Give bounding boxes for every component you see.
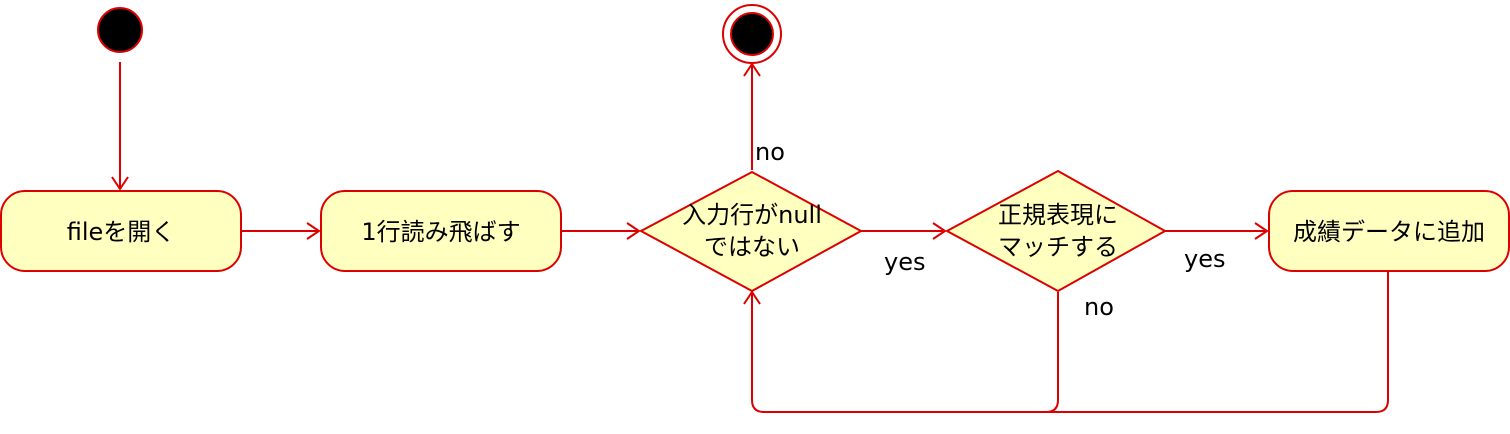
edge-label-not-null-yes: yes [884,248,925,276]
decision-line-not-null-label-line2: ではない [704,233,800,261]
decision-regex-match: 正規表現に マッチする [944,169,1168,293]
action-open-file-label: fileを開く [67,218,176,246]
action-skip-line: 1行読み飛ばす [320,190,562,272]
action-add-grade-data-label: 成績データに追加 [1293,218,1485,246]
action-skip-line-label: 1行読み飛ばす [361,218,520,246]
action-open-file: fileを開く [0,190,242,272]
edge-regex-no-loop [743,290,1059,413]
final-node [722,4,782,64]
decision-line-not-null-label-line1: 入力行がnull [682,201,822,229]
decision-regex-match-label-line2: マッチする [998,233,1118,261]
edge-add-grade-loop [764,271,1389,413]
decision-line-not-null: 入力行がnull ではない [638,170,864,293]
edge-label-regex-no: no [1084,293,1114,321]
action-add-grade-data: 成績データに追加 [1268,190,1510,272]
edge-initial-to-open-file [111,62,129,191]
decision-regex-match-label-line1: 正規表現に [998,201,1118,229]
edge-skip-line-to-decision [561,222,641,240]
edge-open-file-to-skip-line [241,222,321,240]
edge-decision-no-to-final [743,62,761,170]
edge-decision-yes-to-regex [861,222,947,240]
edge-regex-yes-to-add-grade [1165,222,1269,240]
initial-node [97,7,143,53]
edge-label-not-null-no: no [755,138,785,166]
edge-label-regex-yes: yes [1184,245,1225,273]
